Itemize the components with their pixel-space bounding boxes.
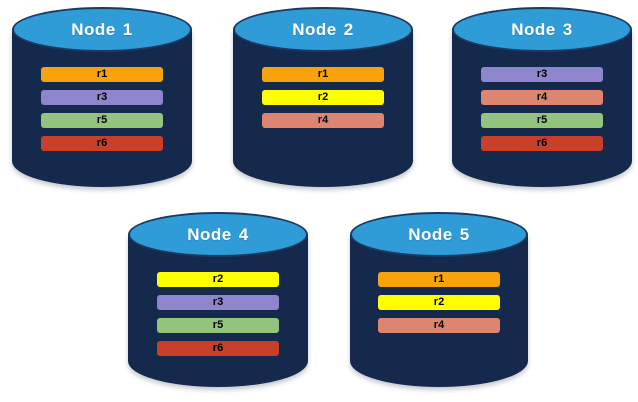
node-cylinder-body bbox=[350, 234, 528, 387]
node-cylinder-body bbox=[128, 234, 308, 387]
replica-bar-r6: r6 bbox=[481, 136, 603, 151]
node-title: Node 5 bbox=[350, 212, 528, 257]
node-cylinder-top bbox=[452, 7, 632, 52]
replica-bar-r5: r5 bbox=[481, 113, 603, 128]
node-title: Node 1 bbox=[12, 7, 192, 52]
replica-bar-r5: r5 bbox=[157, 318, 279, 333]
node-label-number: 3 bbox=[562, 20, 573, 39]
database-node-1: Node 1 r1 r3 r5 r6 bbox=[12, 7, 192, 187]
node-label-text: Node bbox=[408, 225, 453, 244]
replica-list: r3 r4 r5 r6 bbox=[452, 67, 632, 151]
node-cylinder-top bbox=[12, 7, 192, 52]
replica-bar-r2: r2 bbox=[378, 295, 500, 310]
node-title: Node 4 bbox=[128, 212, 308, 257]
node-label-text: Node bbox=[292, 20, 337, 39]
replica-bar-r6: r6 bbox=[41, 136, 163, 151]
replica-bar-r4: r4 bbox=[481, 90, 603, 105]
node-label-text: Node bbox=[511, 20, 556, 39]
database-node-3: Node 3 r3 r4 r5 r6 bbox=[452, 7, 632, 187]
replica-bar-r3: r3 bbox=[41, 90, 163, 105]
database-node-4: Node 4 r2 r3 r5 r6 bbox=[128, 212, 308, 387]
replica-bar-r2: r2 bbox=[262, 90, 384, 105]
node-label-text: Node bbox=[71, 20, 116, 39]
replica-bar-r1: r1 bbox=[378, 272, 500, 287]
database-node-5: Node 5 r1 r2 r4 bbox=[350, 212, 528, 387]
replica-bar-r2: r2 bbox=[157, 272, 279, 287]
replica-bar-r3: r3 bbox=[157, 295, 279, 310]
replica-bar-r1: r1 bbox=[41, 67, 163, 82]
replica-bar-r4: r4 bbox=[378, 318, 500, 333]
database-node-2: Node 2 r1 r2 r4 bbox=[233, 7, 413, 187]
node-title: Node 3 bbox=[452, 7, 632, 52]
replica-bar-r6: r6 bbox=[157, 341, 279, 356]
node-cylinder-body bbox=[452, 29, 632, 187]
replica-list: r2 r3 r5 r6 bbox=[128, 272, 308, 356]
replica-list: r1 r2 r4 bbox=[233, 67, 413, 128]
node-cylinder-top bbox=[128, 212, 308, 257]
replica-bar-r3: r3 bbox=[481, 67, 603, 82]
replica-bar-r1: r1 bbox=[262, 67, 384, 82]
node-label-number: 1 bbox=[122, 20, 133, 39]
replica-list: r1 r3 r5 r6 bbox=[12, 67, 192, 151]
node-cylinder-body bbox=[12, 29, 192, 187]
replica-bar-r5: r5 bbox=[41, 113, 163, 128]
node-title: Node 2 bbox=[233, 7, 413, 52]
replica-list: r1 r2 r4 bbox=[350, 272, 528, 333]
node-label-text: Node bbox=[187, 225, 232, 244]
node-cylinder-top bbox=[350, 212, 528, 257]
node-label-number: 5 bbox=[459, 225, 470, 244]
replica-bar-r4: r4 bbox=[262, 113, 384, 128]
node-cylinder-body bbox=[233, 29, 413, 187]
node-label-number: 2 bbox=[343, 20, 354, 39]
node-cylinder-top bbox=[233, 7, 413, 52]
node-label-number: 4 bbox=[238, 225, 249, 244]
